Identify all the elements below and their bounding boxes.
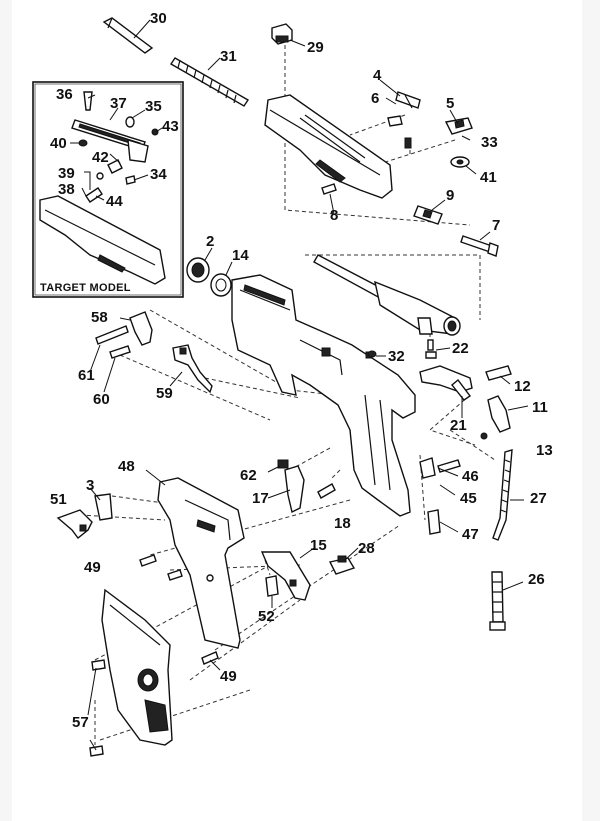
callout-43: 43 xyxy=(162,118,179,135)
callout-18: 18 xyxy=(334,515,351,532)
callout-numbers: 30 29 31 4 6 5 33 41 36 37 35 43 40 42 3… xyxy=(50,10,553,731)
callout-62: 62 xyxy=(240,467,257,484)
callout-34: 34 xyxy=(150,166,167,183)
callout-41: 41 xyxy=(480,169,497,186)
part-4-6-extractor xyxy=(387,91,421,149)
part-31-recoil-spring xyxy=(170,57,249,107)
part-8-pin xyxy=(321,183,337,195)
callout-22: 22 xyxy=(452,340,469,357)
callout-29: 29 xyxy=(307,39,324,56)
callout-36: 36 xyxy=(56,86,73,103)
callout-35: 35 xyxy=(145,98,162,115)
part-27-mainspring xyxy=(492,449,513,541)
callout-38: 38 xyxy=(58,181,75,198)
callout-7: 7 xyxy=(492,217,500,234)
part-28 xyxy=(328,555,356,575)
grip-panel xyxy=(101,588,173,746)
part-2-bushing xyxy=(186,257,210,283)
callout-59: 59 xyxy=(156,385,173,402)
part-58 xyxy=(95,311,153,346)
part-57-screws xyxy=(89,659,106,757)
callout-48: 48 xyxy=(118,458,135,475)
slide xyxy=(264,94,393,199)
part-30-firing-pin xyxy=(102,17,154,54)
part-32 xyxy=(367,350,377,358)
leader-lines xyxy=(70,19,529,751)
callout-12: 12 xyxy=(514,378,531,395)
part-61-60 xyxy=(109,345,131,359)
part-11 xyxy=(480,395,511,440)
part-52-spring xyxy=(265,575,279,597)
callout-31: 31 xyxy=(220,48,237,65)
callout-27: 27 xyxy=(530,490,547,507)
callout-5: 5 xyxy=(446,95,454,112)
callout-6: 6 xyxy=(371,90,379,107)
callout-13: 13 xyxy=(536,442,553,459)
part-29-rear-sight xyxy=(271,23,293,45)
target-model-inset: TARGET MODEL xyxy=(32,81,184,298)
callout-2: 2 xyxy=(206,233,214,250)
callout-60: 60 xyxy=(93,391,110,408)
callout-14: 14 xyxy=(232,247,249,264)
callout-45: 45 xyxy=(460,490,477,507)
callout-8: 8 xyxy=(330,207,338,224)
part-9 xyxy=(413,205,443,225)
frame xyxy=(231,274,416,517)
part-49-screws xyxy=(139,554,219,665)
part-26-housing xyxy=(489,571,506,631)
callout-3: 3 xyxy=(86,477,94,494)
part-7-pin xyxy=(460,235,499,257)
part-22 xyxy=(425,339,437,359)
callout-61: 61 xyxy=(78,367,95,384)
part-15-sear xyxy=(260,551,311,601)
callout-11: 11 xyxy=(532,399,548,416)
callout-44: 44 xyxy=(106,193,123,210)
part-62-17 xyxy=(277,459,336,514)
callout-37: 37 xyxy=(110,95,127,112)
part-51 xyxy=(56,509,93,539)
callout-52: 52 xyxy=(258,608,275,625)
callout-39: 39 xyxy=(58,165,75,182)
callout-47: 47 xyxy=(462,526,479,543)
callout-30: 30 xyxy=(150,10,167,27)
part-14-ring xyxy=(210,273,232,297)
callout-15: 15 xyxy=(310,537,327,554)
callout-57: 57 xyxy=(72,714,89,731)
part-3 xyxy=(94,493,113,521)
callout-40: 40 xyxy=(50,135,67,152)
callout-28: 28 xyxy=(358,540,375,557)
callout-9: 9 xyxy=(446,187,454,204)
callout-49-lower: 49 xyxy=(220,668,237,685)
part-12-pin xyxy=(485,365,512,381)
inset-title: TARGET MODEL xyxy=(40,282,131,294)
callout-17: 17 xyxy=(252,490,269,507)
callout-46: 46 xyxy=(462,468,479,485)
callout-49: 49 xyxy=(84,559,101,576)
part-48-grip-frame xyxy=(157,477,245,649)
callout-51: 51 xyxy=(50,491,67,508)
part-59 xyxy=(172,344,213,394)
part-21-slide-stop xyxy=(419,365,473,401)
callout-21: 21 xyxy=(450,417,467,434)
part-46-45-47 xyxy=(419,457,461,535)
callout-42: 42 xyxy=(92,149,109,166)
callout-33: 33 xyxy=(481,134,498,151)
callout-4: 4 xyxy=(373,67,382,84)
callout-32: 32 xyxy=(388,348,405,365)
callout-26: 26 xyxy=(528,571,545,588)
barrel xyxy=(313,254,461,336)
callout-58: 58 xyxy=(91,309,108,326)
